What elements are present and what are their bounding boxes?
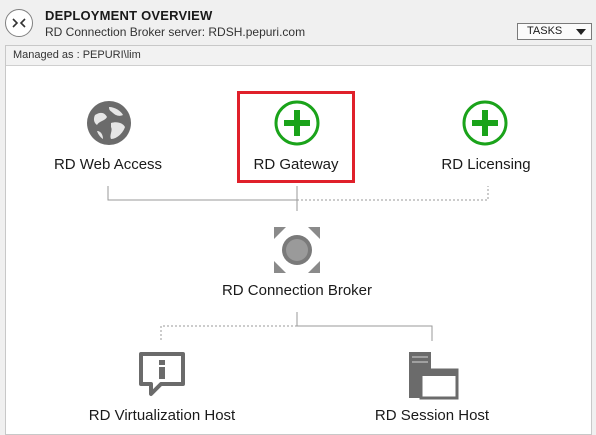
node-rd-connection-broker[interactable]: RD Connection Broker: [212, 222, 382, 308]
add-icon: [462, 100, 508, 146]
chevron-down-icon: [576, 29, 586, 35]
tasks-label: TASKS: [527, 25, 563, 37]
node-label: RD Web Access: [53, 156, 163, 173]
broker-icon: [274, 227, 320, 273]
globe-icon: [87, 101, 131, 145]
node-rd-virtualization-host[interactable]: RD Virtualization Host: [76, 348, 248, 428]
node-rd-licensing[interactable]: RD Licensing: [430, 96, 542, 182]
node-label: RD Licensing: [441, 156, 531, 173]
page-subtitle: RD Connection Broker server: RDSH.pepuri…: [45, 25, 306, 39]
managed-as-text: Managed as : PEPURI\lim: [13, 49, 141, 61]
managed-as-bar: Managed as : PEPURI\lim: [6, 46, 591, 66]
collapse-button[interactable]: [5, 9, 33, 37]
server-window-icon: [409, 352, 459, 400]
node-label: RD Gateway: [253, 156, 339, 173]
node-label: RD Session Host: [374, 407, 490, 424]
collapse-icon: [12, 18, 26, 28]
info-bubble-icon: [139, 352, 185, 396]
node-label: RD Connection Broker: [221, 282, 373, 299]
node-label: RD Virtualization Host: [88, 407, 236, 424]
node-rd-gateway[interactable]: RD Gateway: [240, 96, 352, 182]
node-rd-session-host[interactable]: RD Session Host: [362, 348, 502, 428]
node-rd-web-access[interactable]: RD Web Access: [40, 96, 176, 182]
tasks-dropdown[interactable]: TASKS: [517, 23, 592, 40]
page-title: DEPLOYMENT OVERVIEW: [45, 8, 213, 23]
add-icon: [274, 100, 320, 146]
header: DEPLOYMENT OVERVIEW RD Connection Broker…: [0, 0, 596, 44]
